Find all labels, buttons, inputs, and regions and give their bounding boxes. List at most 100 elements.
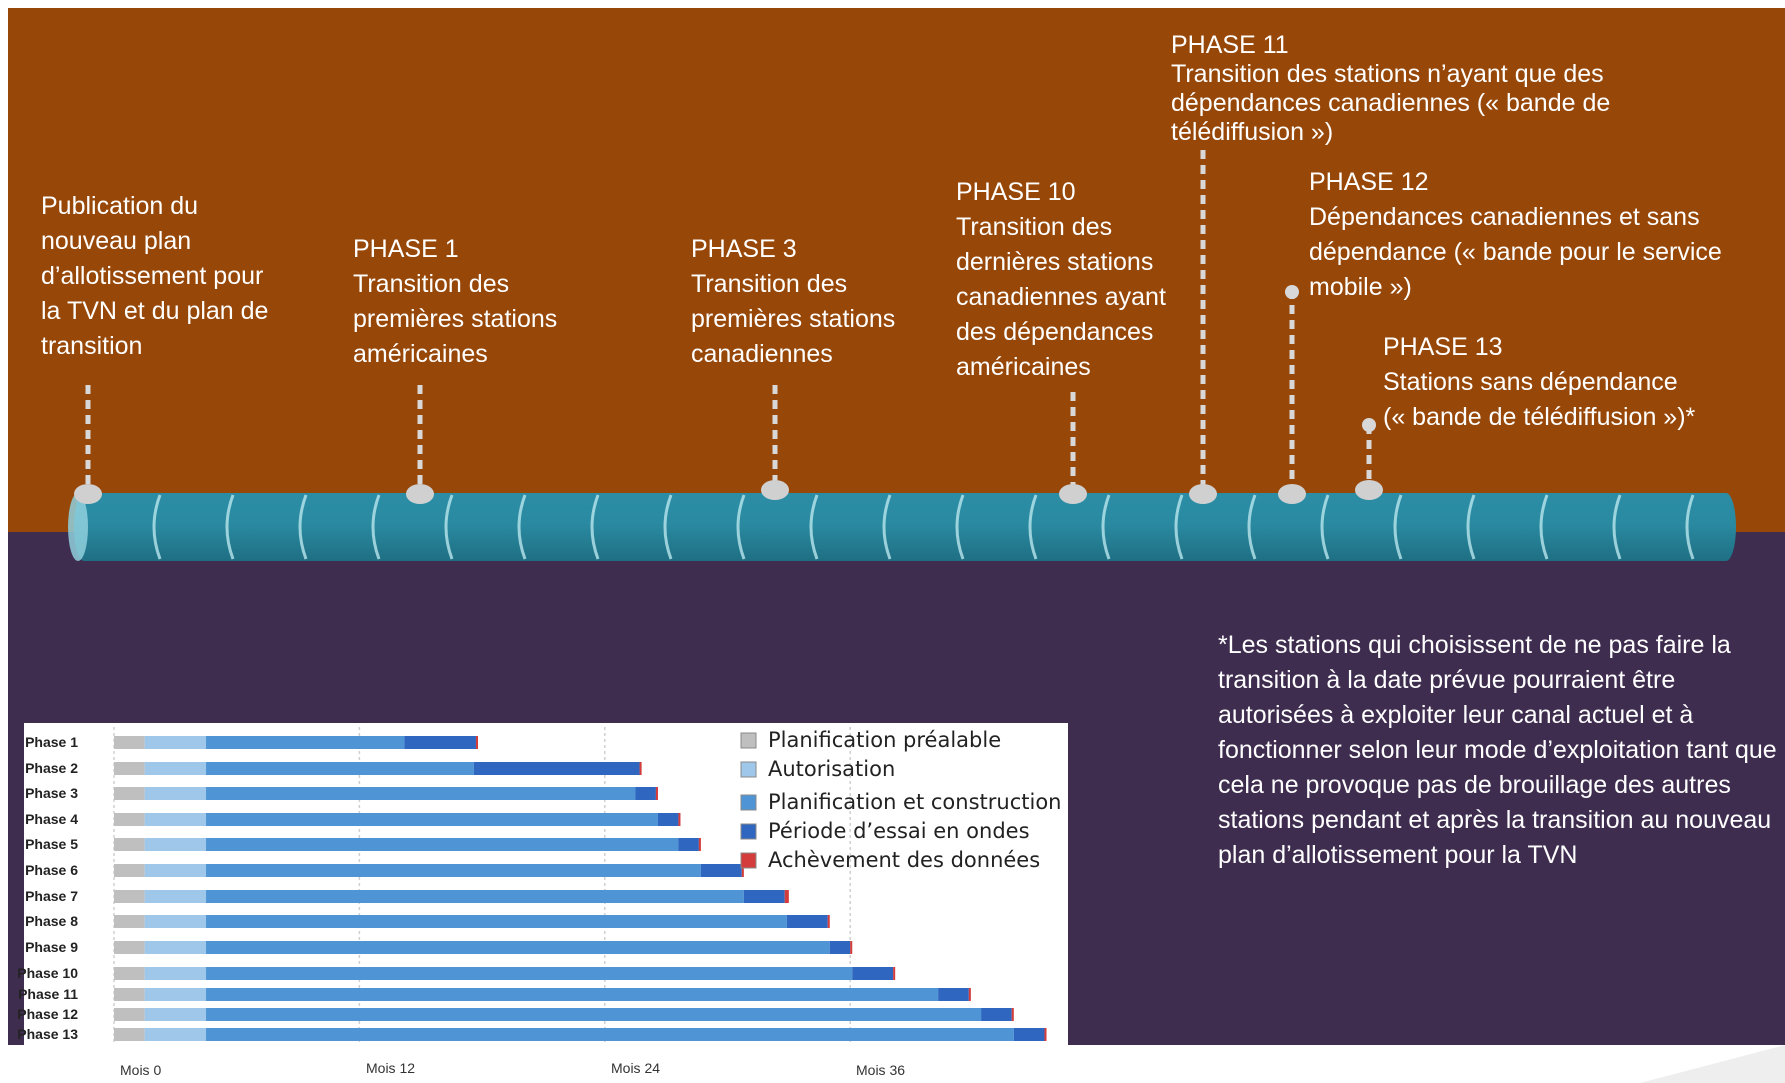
milestone-line: d’allotissement pour	[41, 262, 264, 290]
footnote-text: *Les stations qui choisissent de ne pas …	[1218, 631, 1777, 869]
cylinder-rib	[1320, 494, 1330, 560]
cylinder-rib	[1612, 494, 1622, 560]
gantt-bar-segment	[784, 890, 789, 903]
milestone-line: télédiffusion »)	[1171, 118, 1334, 146]
gantt-bar-segment	[144, 762, 207, 775]
x-tick-label: Mois 24	[611, 1060, 661, 1076]
gantt-bar-segment	[144, 941, 207, 954]
gantt-bar-segment	[1044, 1028, 1047, 1041]
milestone-line: Transition des	[691, 270, 848, 298]
milestone-phase-10-text: PHASE 10 Transition des dernières statio…	[956, 175, 1166, 385]
gantt-bar-segment	[1013, 1028, 1045, 1041]
gantt-bar-segment	[144, 1008, 207, 1021]
milestone-line: transition	[41, 332, 143, 360]
gantt-bar-segment	[114, 813, 145, 826]
cylinder-rib	[882, 494, 892, 560]
pin-head	[406, 484, 434, 504]
x-tick-label: Mois 36	[856, 1062, 906, 1078]
milestone-phase-1-text: PHASE 1 Transition des premières station…	[353, 232, 557, 372]
pin-head	[74, 484, 102, 504]
category-label: Phase 2	[25, 760, 78, 776]
gantt-bar-segment	[144, 890, 207, 903]
legend-swatch	[740, 823, 757, 840]
category-label: Phase 6	[25, 862, 78, 878]
gantt-bar-segment	[700, 864, 742, 877]
legend-swatch	[740, 761, 757, 778]
milestone-line: Transition des	[353, 270, 510, 298]
top-band	[8, 8, 1785, 532]
phase-heading: PHASE 3	[691, 235, 797, 263]
cylinder-rib	[225, 494, 235, 560]
cylinder-rib	[371, 494, 381, 560]
x-tick-label: Mois 12	[366, 1060, 416, 1076]
milestone-line: Transition des	[956, 213, 1113, 241]
pin-top-dot	[1362, 418, 1376, 432]
milestone-phase-3-text: PHASE 3 Transition des premières station…	[691, 232, 895, 372]
milestone-line: la TVN et du plan de	[41, 297, 269, 325]
gantt-bar-segment	[786, 915, 828, 928]
gantt-bar-segment	[144, 967, 207, 980]
cylinder-rib	[1174, 494, 1184, 560]
milestone-line: (« bande de télédiffusion »)*	[1383, 403, 1696, 431]
category-label: Phase 11	[18, 986, 78, 1002]
gantt-bar-segment	[1011, 1008, 1014, 1021]
gantt-bar-segment	[114, 941, 145, 954]
category-label: Phase 13	[17, 1026, 78, 1042]
category-label: Phase 1	[25, 734, 78, 750]
gantt-bar-segment	[827, 915, 830, 928]
pin-head	[1189, 484, 1217, 504]
cylinder-rib	[1101, 494, 1111, 560]
phase-heading: PHASE 11	[1171, 31, 1289, 59]
gantt-bar-segment	[206, 890, 744, 903]
milestone-line: américaines	[353, 340, 488, 368]
gantt-bar-segment	[678, 838, 699, 851]
gantt-bar-segment	[850, 941, 853, 954]
gantt-bar-segment	[741, 864, 744, 877]
legend-label: Achèvement des données	[768, 848, 1040, 872]
gantt-bar-segment	[206, 915, 787, 928]
gantt-bar-segment	[852, 967, 894, 980]
cylinder-rib	[955, 494, 965, 560]
milestone-line: canadiennes	[691, 340, 833, 368]
gantt-bar-segment	[206, 1008, 982, 1021]
gantt-bar-segment	[114, 1008, 145, 1021]
gantt-bar-segment	[893, 967, 896, 980]
legend-label: Planification préalable	[768, 728, 1001, 752]
corner-shading	[1640, 1045, 1785, 1083]
gantt-bar-segment	[206, 988, 939, 1001]
timeline-cylinder	[68, 493, 1736, 561]
gantt-bar-segment	[404, 736, 476, 749]
milestone-line: mobile »)	[1309, 273, 1412, 301]
legend-swatch	[740, 732, 757, 749]
milestone-publication-text: Publication du nouveau plan d’allotissem…	[41, 189, 268, 364]
gantt-bar-segment	[206, 864, 701, 877]
gantt-bar-segment	[114, 890, 145, 903]
milestone-line: nouveau plan	[41, 227, 192, 255]
cylinder-rib	[590, 494, 600, 560]
gantt-bar-segment	[938, 988, 969, 1001]
gantt-bar-segment	[144, 864, 207, 877]
phase-heading: PHASE 12	[1309, 168, 1429, 196]
milestone-line: Transition des stations n’ayant que des	[1171, 60, 1604, 88]
category-label: Phase 4	[25, 811, 78, 827]
gantt-bar-segment	[206, 736, 405, 749]
cylinder-rib	[517, 494, 527, 560]
legend-swatch	[740, 794, 757, 811]
milestone-line: Publication du	[41, 192, 199, 220]
cylinder-rib	[736, 494, 746, 560]
cylinder-rib	[1539, 494, 1549, 560]
phase-heading: PHASE 1	[353, 235, 459, 263]
phase-heading: PHASE 13	[1383, 333, 1503, 361]
category-label: Phase 7	[25, 888, 78, 904]
chart-legend: Planification préalableAutorisationPlani…	[740, 728, 1061, 872]
gantt-bar-segment	[475, 736, 479, 749]
gantt-bar-segment	[829, 941, 851, 954]
cylinder-rib	[663, 494, 673, 560]
gantt-bar-segment	[144, 736, 207, 749]
gantt-bar-segment	[114, 787, 145, 800]
cylinder-rib	[1028, 494, 1038, 560]
gantt-bar-segment	[206, 941, 830, 954]
category-label: Phase 10	[17, 965, 78, 981]
category-label: Phase 8	[25, 913, 78, 929]
